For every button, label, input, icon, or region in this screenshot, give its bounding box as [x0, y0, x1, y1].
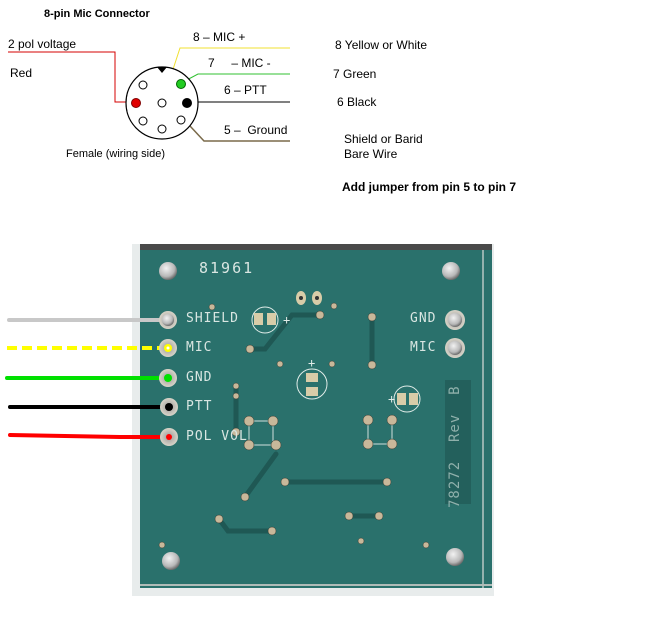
mount-hole-br: [446, 548, 464, 566]
cap2-plus: +: [308, 356, 315, 370]
board-revision: 78272 Rev B: [447, 385, 463, 508]
pin6-label: 6 – PTT: [224, 83, 267, 97]
cap1-plus: +: [283, 313, 290, 327]
pin-7-green: [176, 79, 186, 89]
pad-label-gnd: GND: [186, 370, 213, 385]
mount-hole-bl: [162, 552, 180, 570]
pin-6-black: [182, 98, 192, 108]
pin-5-ground: [176, 115, 186, 125]
pin-8-center: [157, 98, 167, 108]
pin2-label: 2 pol voltage: [8, 37, 77, 51]
mount-hole-tr: [442, 262, 460, 280]
wire-pin5-ground: [189, 125, 290, 142]
wire-color-bare: Bare Wire: [344, 147, 398, 161]
board-part-number: 81961: [199, 259, 255, 277]
cap3-plus: +: [388, 392, 395, 406]
mount-hole-tl: [159, 262, 177, 280]
pad-label-ptt: PTT: [186, 399, 213, 414]
left-wires: [5, 318, 162, 439]
key-notch: [157, 67, 167, 73]
pad-label-mic: MIC: [186, 340, 213, 355]
diagram-title: 8-pin Mic Connector: [44, 8, 150, 20]
right-pad-label-mic: MIC: [410, 340, 437, 355]
right-pad-label-gnd: GND: [410, 311, 437, 326]
pin5-label: 5 – Ground: [224, 123, 288, 137]
pin2-color-label: Red: [10, 66, 33, 80]
pin8-label: 8 – MIC +: [193, 30, 246, 44]
wire-color-6: 6 Black: [337, 95, 377, 109]
wire-color-7: 7 Green: [333, 67, 377, 81]
revision-block: [445, 380, 471, 504]
pin-bottom-center: [157, 124, 167, 134]
pin-2-red: [131, 98, 141, 108]
wire-pin2-red: [8, 51, 132, 103]
pin-bottom-left: [138, 116, 148, 126]
connector-schematic: [8, 47, 290, 142]
pad-label-shield: SHIELD: [186, 311, 239, 326]
wire-color-shield: Shield or Barid: [344, 132, 423, 146]
pcb-board-figure: + + +: [5, 244, 494, 596]
pin-top-left: [138, 80, 148, 90]
wire-color-8: 8 Yellow or White: [335, 38, 428, 52]
connector-caption: Female (wiring side): [66, 148, 166, 160]
pad-label-pol-vol: POL VOL: [186, 429, 248, 444]
wire-pin7-green: [182, 73, 290, 83]
pin7-label: 7 – MIC -: [208, 56, 271, 70]
jumper-instruction: Add jumper from pin 5 to pin 7: [342, 180, 516, 194]
